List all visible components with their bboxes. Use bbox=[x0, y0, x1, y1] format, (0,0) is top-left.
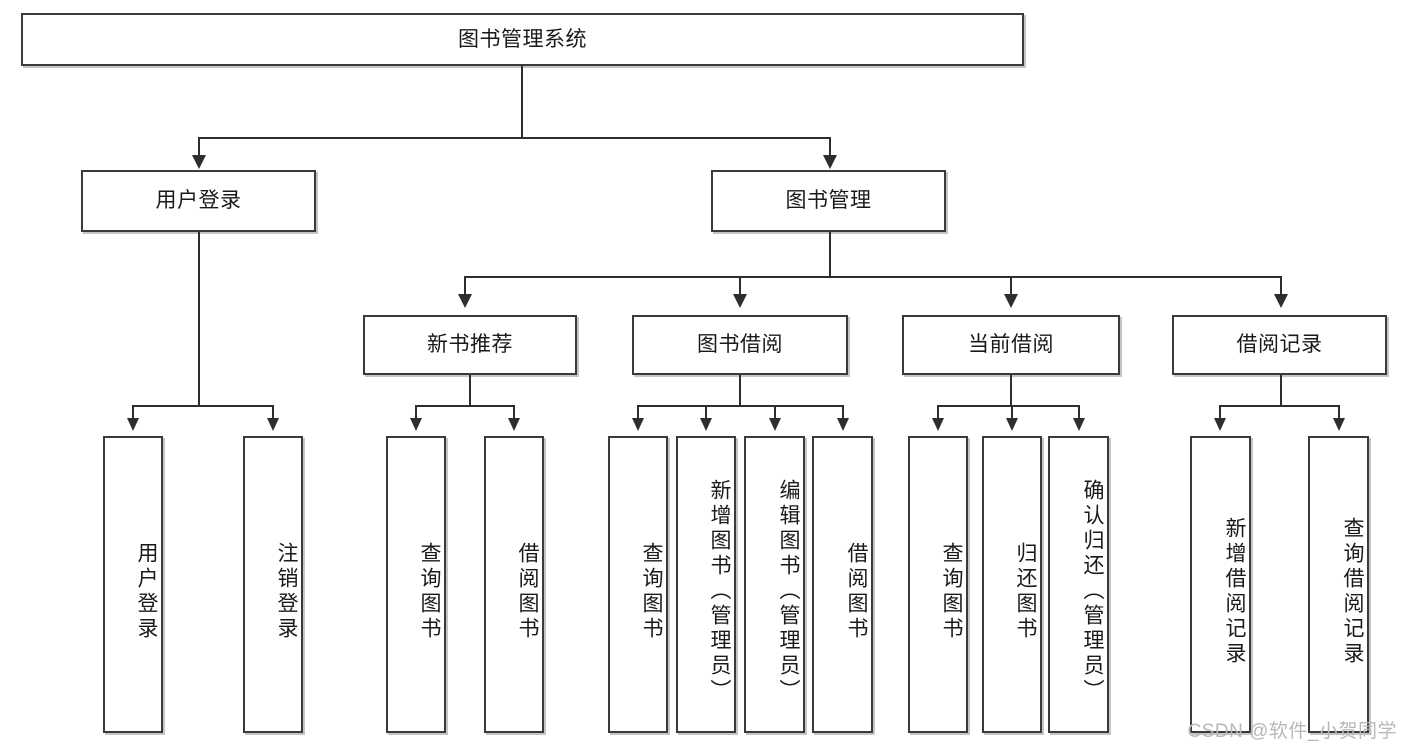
connector-user-login-to-leaf-1 bbox=[132, 405, 134, 419]
connector-borrow-to-leaf-4 bbox=[842, 405, 844, 419]
arrowhead-leaf-query-record bbox=[1333, 418, 1345, 431]
arrowhead-leaf-logout bbox=[267, 418, 279, 431]
connector-new-books-to-leaf-1 bbox=[415, 405, 417, 419]
node-book-management[interactable]: 图书管理 bbox=[711, 170, 946, 232]
arrowhead-leaf-borrow-books-1 bbox=[508, 418, 520, 431]
connector-user-login-to-leaf-2 bbox=[272, 405, 274, 419]
node-label: 注销登录 bbox=[275, 541, 298, 642]
connector-book-mgmt-bus bbox=[464, 276, 1281, 278]
connector-book-mgmt-stem bbox=[829, 232, 831, 277]
connector-book-mgmt-to-current bbox=[1010, 276, 1012, 296]
connector-records-bus bbox=[1219, 405, 1339, 407]
node-label: 确认归还（管理员） bbox=[1081, 479, 1104, 704]
node-leaf-borrow-books-new[interactable]: 借阅图书 bbox=[484, 436, 544, 733]
arrowhead-leaf-confirm-return bbox=[1073, 418, 1085, 431]
connector-book-mgmt-to-records bbox=[1280, 276, 1282, 296]
node-label: 借阅图书 bbox=[845, 541, 868, 642]
connector-borrow-to-leaf-2 bbox=[705, 405, 707, 419]
node-current-borrowing[interactable]: 当前借阅 bbox=[902, 315, 1120, 375]
node-leaf-edit-book-admin[interactable]: 编辑图书（管理员） bbox=[744, 436, 805, 733]
node-book-borrowing[interactable]: 图书借阅 bbox=[632, 315, 848, 375]
node-leaf-user-login[interactable]: 用户登录 bbox=[103, 436, 163, 733]
connector-records-to-leaf-1 bbox=[1219, 405, 1221, 419]
arrowhead-leaf-query-books-2 bbox=[632, 418, 644, 431]
node-label: 图书管理 bbox=[785, 189, 872, 213]
arrowhead-current bbox=[1004, 294, 1018, 308]
connector-borrow-to-leaf-3 bbox=[774, 405, 776, 419]
node-leaf-query-books-current[interactable]: 查询图书 bbox=[908, 436, 968, 733]
connector-borrow-stem bbox=[739, 375, 741, 406]
node-label: 查询图书 bbox=[640, 541, 663, 642]
node-leaf-logout[interactable]: 注销登录 bbox=[243, 436, 303, 733]
node-label: 借阅记录 bbox=[1236, 333, 1323, 357]
connector-new-books-stem bbox=[469, 375, 471, 406]
node-leaf-add-borrow-record[interactable]: 新增借阅记录 bbox=[1190, 436, 1251, 733]
connector-borrow-bus bbox=[637, 405, 843, 407]
arrowhead-borrow bbox=[733, 294, 747, 308]
node-leaf-query-books-borrow[interactable]: 查询图书 bbox=[608, 436, 668, 733]
arrowhead-leaf-return-book bbox=[1006, 418, 1018, 431]
arrowhead-leaf-edit-book bbox=[769, 418, 781, 431]
node-label: 新书推荐 bbox=[427, 333, 513, 357]
connector-records-to-leaf-2 bbox=[1338, 405, 1340, 419]
node-leaf-return-books[interactable]: 归还图书 bbox=[982, 436, 1042, 733]
connector-borrow-to-leaf-1 bbox=[637, 405, 639, 419]
node-label: 新增图书（管理员） bbox=[708, 479, 731, 704]
connector-current-bus bbox=[937, 405, 1079, 407]
node-user-login[interactable]: 用户登录 bbox=[81, 170, 316, 232]
node-label: 图书管理系统 bbox=[458, 27, 587, 51]
connector-user-login-bus bbox=[132, 405, 272, 407]
arrowhead-leaf-query-books-1 bbox=[410, 418, 422, 431]
arrowhead-new-books bbox=[458, 294, 472, 308]
node-label: 归还图书 bbox=[1014, 541, 1037, 642]
connector-root-to-book-mgmt bbox=[829, 137, 831, 157]
node-label: 用户登录 bbox=[135, 541, 158, 642]
connector-current-to-leaf-2 bbox=[1011, 405, 1013, 419]
node-leaf-borrow-books[interactable]: 借阅图书 bbox=[812, 436, 873, 733]
arrowhead-user-login bbox=[192, 155, 206, 169]
arrowhead-leaf-borrow-books-2 bbox=[837, 418, 849, 431]
node-label: 用户登录 bbox=[155, 189, 242, 213]
node-new-book-recommendation[interactable]: 新书推荐 bbox=[363, 315, 577, 375]
node-leaf-add-book-admin[interactable]: 新增图书（管理员） bbox=[676, 436, 736, 733]
connector-current-stem bbox=[1010, 375, 1012, 406]
arrowhead-leaf-query-books-3 bbox=[932, 418, 944, 431]
node-label: 当前借阅 bbox=[968, 333, 1054, 357]
connector-user-login-stem bbox=[198, 232, 200, 406]
node-leaf-confirm-return-admin[interactable]: 确认归还（管理员） bbox=[1048, 436, 1109, 733]
connector-root-to-user-login bbox=[198, 137, 200, 157]
node-label: 借阅图书 bbox=[516, 541, 539, 642]
connector-current-to-leaf-3 bbox=[1078, 405, 1080, 419]
node-leaf-query-books-new[interactable]: 查询图书 bbox=[386, 436, 446, 733]
node-label: 图书借阅 bbox=[697, 333, 783, 357]
arrowhead-leaf-add-book bbox=[700, 418, 712, 431]
connector-records-stem bbox=[1280, 375, 1282, 406]
node-label: 查询借阅记录 bbox=[1341, 516, 1364, 667]
node-leaf-query-borrow-record[interactable]: 查询借阅记录 bbox=[1308, 436, 1369, 733]
connector-root-stem bbox=[521, 66, 523, 138]
connector-new-books-to-leaf-2 bbox=[513, 405, 515, 419]
connector-new-books-bus bbox=[415, 405, 514, 407]
csdn-watermark: CSDN @软件_小贺同学 bbox=[1187, 721, 1397, 742]
arrowhead-leaf-add-record bbox=[1214, 418, 1226, 431]
arrowhead-records bbox=[1274, 294, 1288, 308]
node-label: 编辑图书（管理员） bbox=[777, 479, 800, 704]
node-label: 查询图书 bbox=[940, 541, 963, 642]
arrowhead-leaf-user-login bbox=[127, 418, 139, 431]
connector-current-to-leaf-1 bbox=[937, 405, 939, 419]
node-label: 新增借阅记录 bbox=[1223, 516, 1246, 667]
node-label: 查询图书 bbox=[418, 541, 441, 642]
connector-book-mgmt-to-borrow bbox=[739, 276, 741, 296]
connector-book-mgmt-to-new-books bbox=[464, 276, 466, 296]
connector-root-bus bbox=[198, 137, 830, 139]
arrowhead-book-mgmt bbox=[823, 155, 837, 169]
node-root-library-management-system[interactable]: 图书管理系统 bbox=[21, 13, 1024, 66]
node-borrow-records[interactable]: 借阅记录 bbox=[1172, 315, 1387, 375]
